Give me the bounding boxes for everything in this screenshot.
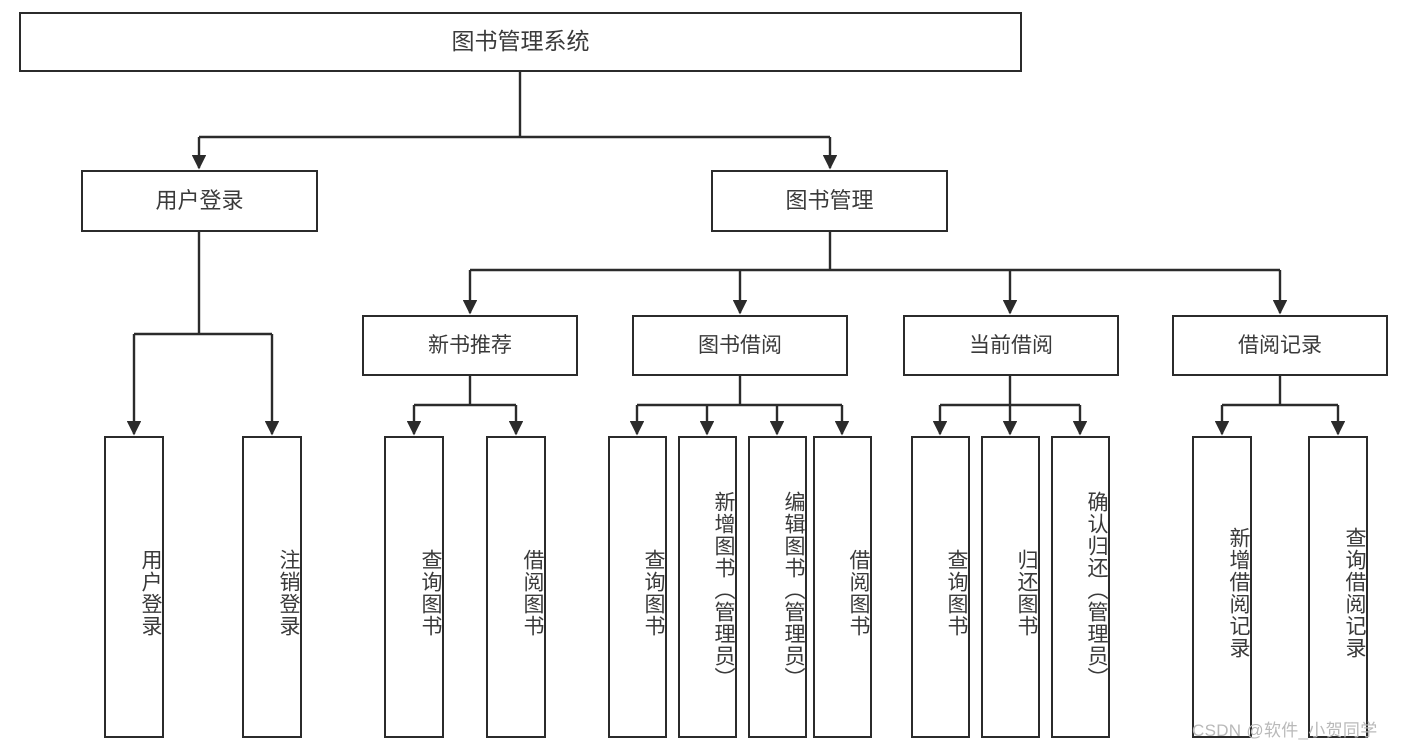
node-label: 用户登录 (155, 187, 244, 213)
leaf-book-borrow-query[interactable]: 查询图书 (608, 436, 667, 738)
node-label: 借阅记录 (1238, 333, 1322, 357)
node-label: 查询图书 (642, 549, 665, 637)
node-label: 借阅图书 (847, 549, 870, 637)
leaf-book-borrow-edit[interactable]: 编辑图书（管理员） (748, 436, 807, 738)
node-label: 用户登录 (139, 549, 162, 637)
node-new-book-recommend[interactable]: 新书推荐 (362, 315, 578, 376)
leaf-borrow-record-query[interactable]: 查询借阅记录 (1308, 436, 1368, 738)
node-label: 编辑图书（管理员） (782, 491, 805, 689)
node-label: 确认归还（管理员） (1085, 491, 1108, 689)
leaf-new-book-query[interactable]: 查询图书 (384, 436, 444, 738)
node-label: 图书管理 (785, 187, 874, 213)
leaf-new-book-borrow[interactable]: 借阅图书 (486, 436, 546, 738)
node-label: 借阅图书 (521, 549, 544, 637)
leaf-book-borrow-borrow[interactable]: 借阅图书 (813, 436, 872, 738)
node-book-management[interactable]: 图书管理 (711, 170, 948, 232)
node-label: 注销登录 (277, 549, 300, 637)
csdn-watermark: CSDN @软件_小贺同学 (1192, 721, 1378, 740)
node-label: 查询借阅记录 (1343, 527, 1366, 659)
node-user-login[interactable]: 用户登录 (81, 170, 318, 232)
leaf-book-borrow-add[interactable]: 新增图书（管理员） (678, 436, 737, 738)
node-label: 查询图书 (945, 549, 968, 637)
node-label: 新增借阅记录 (1227, 527, 1250, 659)
node-label: 当前借阅 (969, 333, 1053, 357)
node-label: 归还图书 (1015, 549, 1038, 637)
node-current-borrow[interactable]: 当前借阅 (903, 315, 1119, 376)
node-label: 查询图书 (419, 549, 442, 637)
leaf-borrow-record-add[interactable]: 新增借阅记录 (1192, 436, 1252, 738)
node-book-borrow[interactable]: 图书借阅 (632, 315, 848, 376)
node-label: 新书推荐 (428, 333, 512, 357)
node-label: 新增图书（管理员） (712, 491, 735, 689)
leaf-current-borrow-query[interactable]: 查询图书 (911, 436, 970, 738)
node-label: 图书管理系统 (451, 28, 590, 55)
node-label: 图书借阅 (698, 333, 782, 357)
node-root-system[interactable]: 图书管理系统 (19, 12, 1022, 72)
leaf-user-login-login[interactable]: 用户登录 (104, 436, 164, 738)
leaf-user-login-logout[interactable]: 注销登录 (242, 436, 302, 738)
leaf-current-borrow-confirm-return[interactable]: 确认归还（管理员） (1051, 436, 1110, 738)
leaf-current-borrow-return[interactable]: 归还图书 (981, 436, 1040, 738)
node-borrow-record[interactable]: 借阅记录 (1172, 315, 1388, 376)
